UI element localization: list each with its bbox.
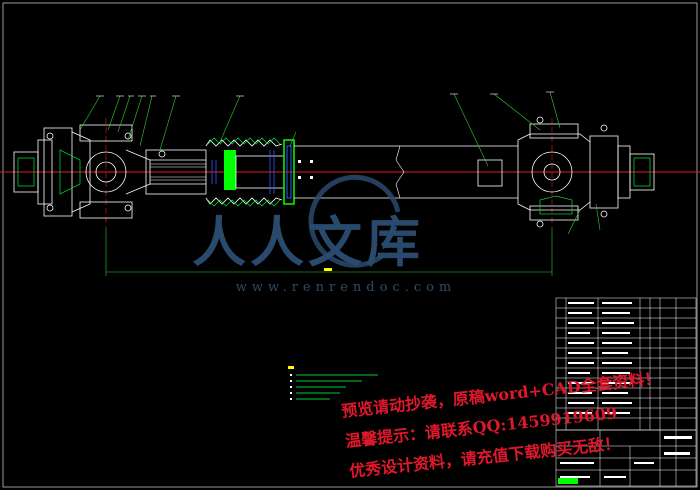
boot-clamp bbox=[224, 150, 236, 190]
title-block-fills bbox=[560, 436, 692, 478]
technical-notes bbox=[288, 366, 378, 400]
right-flange-detail bbox=[539, 157, 651, 215]
parts-list-table bbox=[555, 297, 697, 431]
clamp-ring-core bbox=[286, 145, 292, 199]
watermark-site: www.renrendoc.com bbox=[235, 280, 457, 295]
watermark-logo bbox=[308, 174, 401, 268]
inner-shaft-blue bbox=[211, 150, 275, 194]
spline-teeth bbox=[150, 163, 206, 181]
main-tube bbox=[294, 140, 519, 204]
left-flange-yoke bbox=[13, 124, 151, 219]
parts-list-entries bbox=[568, 302, 634, 414]
dimension-value-mark bbox=[324, 268, 332, 271]
title-block-highlight bbox=[558, 478, 578, 484]
leader-ticks bbox=[96, 91, 554, 97]
spline-sleeve bbox=[145, 149, 207, 195]
dust-boot-green bbox=[207, 137, 281, 207]
length-dimension bbox=[105, 228, 553, 276]
part-leaders bbox=[79, 91, 601, 235]
left-flange-detail bbox=[17, 149, 81, 195]
title-block bbox=[555, 429, 697, 487]
watermark-brand: 人人文库 bbox=[192, 210, 424, 274]
rivet-marks bbox=[298, 160, 313, 179]
clamp-ring bbox=[283, 139, 295, 205]
right-flange-yoke bbox=[517, 116, 655, 228]
